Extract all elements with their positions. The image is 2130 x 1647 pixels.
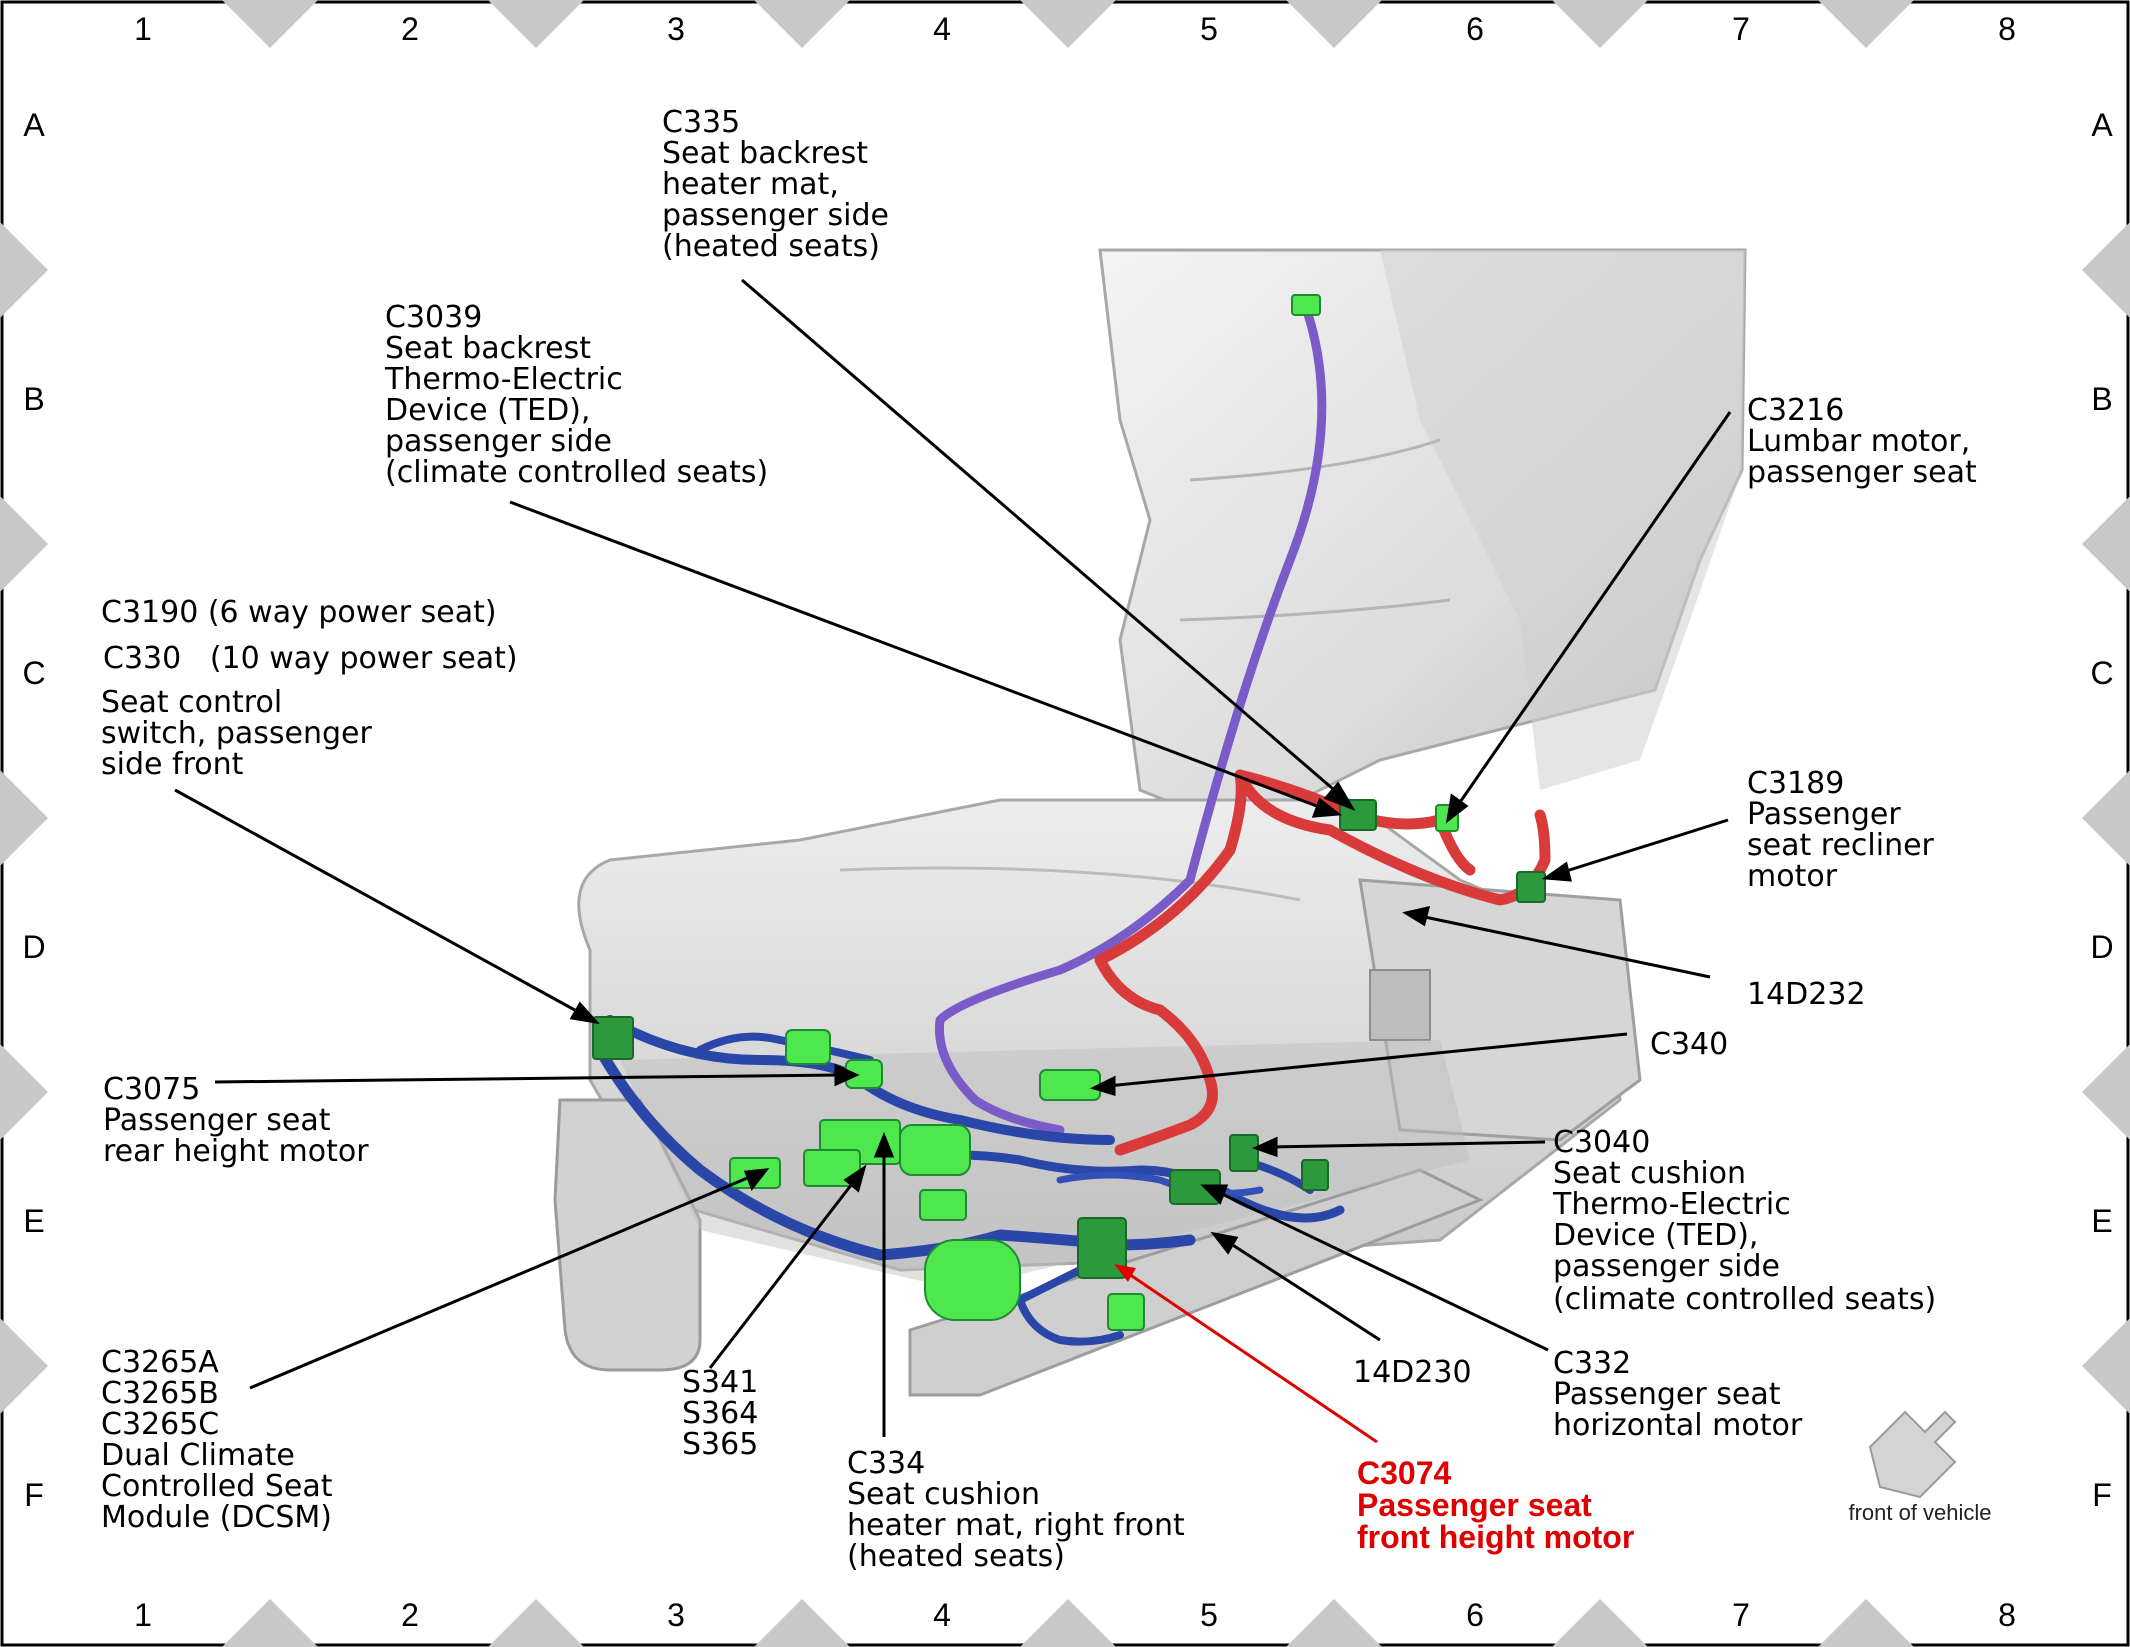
leader-c3190 <box>174 788 583 1016</box>
grid-row-c: C <box>2090 655 2113 691</box>
connector-c334 <box>899 1124 971 1176</box>
grid-col-8: 8 <box>1998 11 2016 47</box>
connector-c3190-c330 <box>592 1016 634 1060</box>
grid-row-e: E <box>23 1203 44 1239</box>
callout-splices: S341 S364 S365 <box>682 1365 768 1462</box>
callout-c340: C340 <box>1650 1027 1728 1062</box>
module-dcsm <box>924 1239 1021 1321</box>
callout-14d232: 14D232 <box>1747 977 1866 1012</box>
horizontal-motor-harness <box>1056 1171 1264 1197</box>
callout-c3265-dcsm: C3265A C3265B C3265C Dual Climate Contro… <box>101 1345 342 1535</box>
grid-row-d: D <box>2090 929 2113 965</box>
grid-row-f: F <box>2092 1477 2112 1513</box>
leader-c332 <box>1217 1190 1549 1352</box>
grid-col-2: 2 <box>401 1597 419 1633</box>
connector-c3040 <box>1229 1134 1259 1172</box>
connector-branch <box>919 1189 967 1221</box>
front-of-vehicle-label: front of vehicle <box>1848 1500 1991 1525</box>
callout-c3075: C3075 Passenger seat rear height motor <box>103 1072 369 1169</box>
callout-leaders <box>174 278 1732 1437</box>
connector-14d230-junction <box>1077 1217 1127 1279</box>
grid-col-6: 6 <box>1466 11 1484 47</box>
grid-col-4: 4 <box>933 1597 951 1633</box>
direction-arrow-icon <box>1868 1410 1957 1499</box>
grid-col-5: 5 <box>1200 1597 1218 1633</box>
leader-c3074 <box>1125 1270 1378 1444</box>
grid-col-4: 4 <box>933 11 951 47</box>
leader-c3189 <box>1559 818 1729 875</box>
callout-14d230: 14D230 <box>1353 1355 1472 1390</box>
branch-harness-blue <box>696 1032 874 1064</box>
backrest-bolster <box>1380 250 1745 790</box>
cushion-seam <box>839 866 1301 902</box>
callout-c334: C334 Seat cushion heater mat, right fron… <box>847 1446 1194 1574</box>
connector-c3189 <box>1516 871 1546 903</box>
leader-c3040 <box>1269 1140 1546 1149</box>
connector-c335 <box>1291 294 1321 316</box>
grid-row-a: A <box>2091 107 2113 143</box>
grid-col-5: 5 <box>1200 11 1218 47</box>
grid-col-6: 6 <box>1466 1597 1484 1633</box>
grid-col-7: 7 <box>1732 11 1750 47</box>
grid-column-labels-bottom: 1 2 3 4 5 6 7 8 <box>134 1597 2016 1633</box>
leader-c3216 <box>1454 411 1732 809</box>
grid-col-1: 1 <box>134 1597 152 1633</box>
callout-c3189: C3189 Passenger seat recliner motor <box>1747 766 1943 894</box>
front-of-vehicle-arrow: front of vehicle <box>1848 1410 1992 1525</box>
connector-c3075-a <box>785 1029 831 1065</box>
backrest-seam <box>1179 598 1451 622</box>
grid-col-7: 7 <box>1732 1597 1750 1633</box>
callout-seat-control-switch: Seat control switch, passenger side fron… <box>101 685 381 782</box>
front-seat-riser <box>553 1098 702 1372</box>
callout-c3074-highlighted: C3074 Passenger seat front height motor <box>1357 1455 1634 1555</box>
recliner-housing <box>1358 878 1642 1142</box>
connector-c3074 <box>1107 1293 1145 1331</box>
leader-c335 <box>741 278 1341 797</box>
leader-c3265 <box>249 1174 753 1390</box>
leader-c3075 <box>214 1073 841 1084</box>
front-height-harness-blue <box>1016 1266 1124 1346</box>
grid-col-3: 3 <box>667 11 685 47</box>
connector-splice-pack <box>803 1149 861 1187</box>
callout-c3216: C3216 Lumbar motor, passenger seat <box>1747 393 1980 490</box>
grid-column-labels-top: 1 2 3 4 5 6 7 8 <box>134 11 2016 47</box>
leader-c340 <box>1107 1032 1628 1088</box>
branch-harness-blue <box>875 1150 1345 1223</box>
grid-row-d: D <box>22 929 45 965</box>
leader-14d230 <box>1227 1240 1381 1342</box>
grid-row-b: B <box>2091 381 2112 417</box>
callout-leader-highlight <box>1114 1264 1378 1444</box>
heater-harness-purple <box>934 300 1327 1135</box>
leader-splices <box>708 1179 857 1369</box>
leader-14d232 <box>1419 914 1711 979</box>
connector-c340 <box>1039 1069 1101 1101</box>
grid-row-f: F <box>24 1477 44 1513</box>
grid-row-c: C <box>22 655 45 691</box>
callout-c3040: C3040 Seat cushion Thermo-Electric Devic… <box>1552 1125 1936 1317</box>
grid-row-a: A <box>23 107 45 143</box>
leader-c3039 <box>509 500 1323 810</box>
grid-col-8: 8 <box>1998 1597 2016 1633</box>
grid-row-labels-left: A B C D E F <box>22 107 45 1513</box>
grid-row-b: B <box>23 381 44 417</box>
callout-c3190: C3190 (6 way power seat) <box>101 595 497 630</box>
grid-col-1: 1 <box>134 11 152 47</box>
grid-row-labels-right: A B C D E F <box>2090 107 2113 1513</box>
grid-col-2: 2 <box>401 11 419 47</box>
connector-c3040-mate <box>1301 1159 1329 1191</box>
backrest-seam <box>1189 438 1441 482</box>
recliner-bracket <box>1369 969 1431 1041</box>
callout-c330: C330 (10 way power seat) <box>103 641 518 676</box>
grid-row-e: E <box>2091 1203 2112 1239</box>
callout-labels: C335 Seat backrest heater mat, passenger… <box>101 105 1980 1574</box>
recliner-harness-red <box>1234 769 1551 906</box>
callout-c3039: C3039 Seat backrest Thermo-Electric Devi… <box>384 300 768 490</box>
callout-c332: C332 Passenger seat horizontal motor <box>1553 1346 1803 1443</box>
callout-c335: C335 Seat backrest heater mat, passenger… <box>662 105 899 264</box>
grid-col-3: 3 <box>667 1597 685 1633</box>
